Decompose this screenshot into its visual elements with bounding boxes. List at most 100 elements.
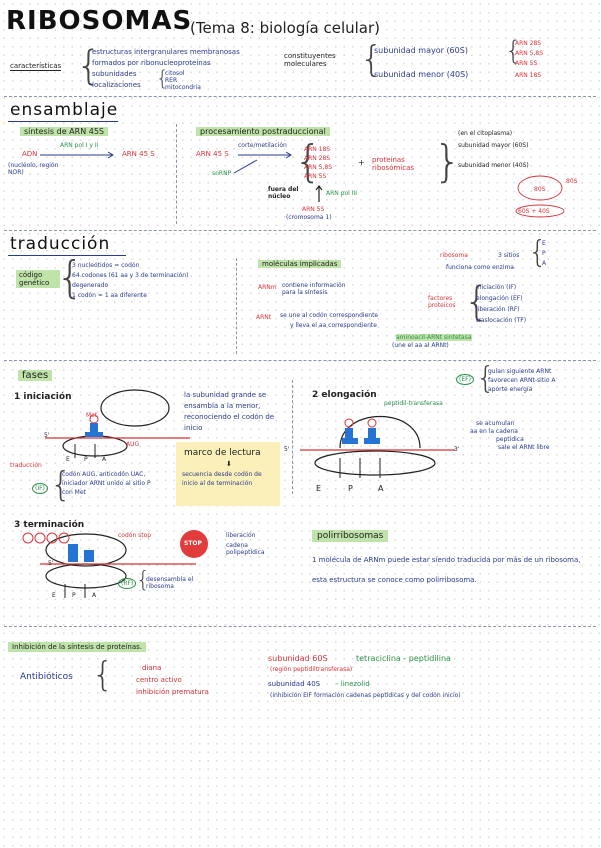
fases-heading: fases	[18, 370, 53, 381]
sitio-letter: A	[542, 260, 547, 267]
section-divider	[292, 380, 293, 494]
caracteristicas-label: características	[10, 62, 62, 71]
proc-item: ARN 5S	[304, 173, 327, 180]
antibiotico-item: centro activo	[136, 676, 182, 684]
aug-label: AUG	[126, 441, 140, 448]
plus-sign: +	[358, 158, 365, 167]
met-label: Met	[86, 412, 98, 419]
arnt-desc: se une al codón correspondiente	[280, 312, 379, 319]
sub60-label: subunidad 60S	[268, 654, 328, 663]
codigo-item: degenerado	[72, 282, 109, 289]
polirribosomas-desc: 1 molécula de ARNm puede estar siendo tr…	[312, 556, 581, 584]
stop-label: STOP	[184, 540, 202, 547]
section-divider	[4, 360, 596, 361]
subunidad-mayor: subunidad mayor (60S)	[374, 46, 468, 55]
brace: {	[294, 136, 322, 187]
factor-item: traslocación (TF)	[476, 317, 527, 324]
epa-letter: P	[72, 592, 76, 599]
s-sum-label: 60S + 40S	[518, 208, 550, 215]
sitio-letter: E	[542, 240, 546, 247]
caracteristica-item: subunidades	[92, 70, 137, 78]
brace: {	[92, 655, 114, 695]
ribosoma-label: ribosoma	[440, 252, 468, 259]
traduccion-heading: traducción	[10, 234, 111, 254]
brace: {	[432, 136, 460, 187]
arn-item: ARN 28S	[515, 40, 542, 47]
arrow	[233, 159, 258, 174]
codigo-item: 3 nucleótidos = codón	[72, 262, 140, 269]
epa-letter: E	[316, 484, 322, 493]
codon-stop-label: codón stop	[118, 532, 152, 539]
arn5s-label: ARN 5S	[302, 206, 325, 213]
sub40-desc: - linezolid	[336, 680, 370, 688]
if-label: (IF)	[32, 483, 48, 494]
sub60-sub: (región peptidiltransferasa)	[270, 666, 353, 673]
heading-underline	[8, 255, 126, 256]
arnm-desc: contiene información para la síntesis	[282, 282, 346, 296]
rf-desc: desensambla el ribosoma	[146, 576, 194, 590]
ribosome-80s-ellipse	[515, 175, 565, 218]
inhibicion-title: Inhibición de la síntesis de proteínas.	[8, 642, 147, 652]
moleculas-title: moléculas implicadas	[258, 260, 342, 268]
sub60-desc: tetraciclina - peptidilina	[356, 654, 451, 663]
ribosome-terminacion	[22, 532, 196, 598]
cadena-label: cadena polipeptídica	[226, 542, 265, 556]
ribosome-iniciacion	[45, 389, 190, 458]
three-prime: 3'	[454, 446, 460, 453]
section-divider	[4, 96, 596, 97]
aminoacil-label: aminoacil-ARNt sintetasa	[396, 334, 472, 341]
arnt-desc2: y lleva el aa correspondiente	[290, 322, 377, 329]
five-prime-c: 5'	[48, 560, 54, 567]
arrow-up	[315, 185, 323, 202]
sitio-letter: P	[542, 250, 546, 257]
proc-item: ARN 28S	[304, 155, 331, 162]
brace: {	[56, 252, 84, 303]
brace: {	[505, 36, 522, 66]
epa-letter: A	[378, 484, 384, 493]
epa-letter: A	[102, 456, 107, 463]
sub40-sub: (inhibición EIF formación cadenas peptíd…	[270, 692, 461, 699]
elongacion-title: 2 elongación	[312, 390, 377, 400]
s80-label: 80S	[534, 186, 546, 193]
acumulan-label3: peptídica	[496, 436, 524, 443]
antibiotico-item: diana	[142, 664, 162, 672]
s80-side-label: 80S	[566, 178, 578, 185]
down-arrow: ⬇	[226, 460, 232, 468]
arrow	[238, 151, 292, 159]
cromosoma-label: (cromosoma 1)	[286, 214, 332, 221]
localizacion-item: RER	[165, 77, 178, 84]
brace: {	[476, 361, 496, 396]
fuera-label: fuera del núcleo	[268, 186, 299, 200]
brace: {	[464, 279, 490, 325]
polimerasa-label: ARN pol I y II	[60, 142, 99, 149]
aminoacil-desc: (une el aa al ARNt)	[392, 342, 449, 349]
five-prime-b: 5'	[284, 446, 290, 453]
factor-item: elongación (EF)	[476, 295, 523, 302]
acumulan-label: se acumulan	[476, 420, 515, 427]
lugar-label: (nucléolo, región NOR)	[8, 162, 59, 176]
iniciacion-desc: la subunidad grande se ensambla a la men…	[184, 391, 275, 432]
proc-item: ARN 18S	[304, 146, 331, 153]
page-title: RIBOSOMAS	[6, 6, 193, 36]
caracteristica-item: localizaciones	[92, 81, 141, 89]
arnpol3-label: ARN pol III	[326, 190, 358, 197]
arnt-label: ARNt	[256, 314, 272, 321]
caracteristica-item: formados por ribonucleoproteínas	[92, 59, 211, 67]
sub-mayor-label: subunidad mayor (60S)	[458, 142, 529, 149]
ef-item: guían siguiente ARNt	[488, 368, 552, 375]
section-divider	[176, 124, 177, 224]
arrow	[40, 151, 114, 159]
acumulan-label2: aa en la cadena	[470, 428, 518, 435]
codigo-item: 64 codones (61 aa y 3 de terminación)	[72, 272, 189, 279]
arnm-label: ARNm	[258, 284, 277, 291]
factor-item: liberación (RF)	[476, 306, 520, 313]
section-divider	[236, 258, 237, 354]
epa-letter: P	[84, 456, 88, 463]
sub-menor-label: subunidad menor (40S)	[458, 162, 529, 169]
epa-letter: E	[52, 592, 56, 599]
page-subtitle: (Tema 8: biología celular)	[190, 19, 381, 37]
arn45s-label: ARN 45 S	[122, 150, 155, 158]
brace: {	[528, 235, 548, 270]
epa-letter: A	[92, 592, 97, 599]
peptidil-label: peptidil-transferasa	[384, 400, 443, 407]
